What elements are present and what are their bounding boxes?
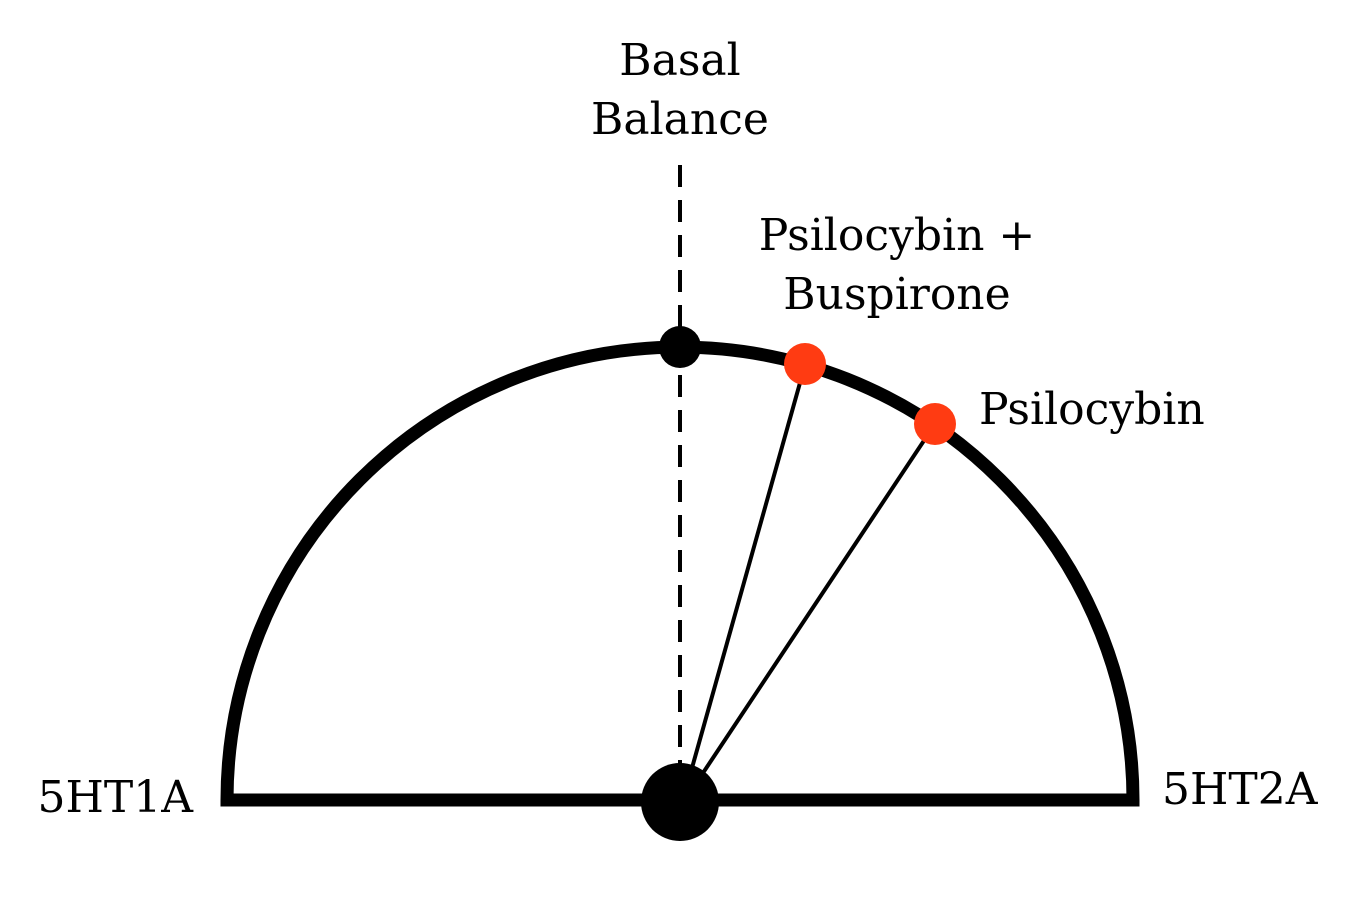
left-axis-label: 5HT1A [38,772,195,823]
combo-label-line2: Buspirone [783,269,1010,320]
psilocybin-label: Psilocybin [979,384,1205,435]
psilocybin-buspirone-marker [784,343,826,385]
combo-label-line1: Psilocybin + [759,210,1036,261]
right-axis-label: 5HT2A [1162,764,1319,815]
basal-balance-marker [659,326,701,368]
basal-label-line1: Basal [619,35,740,86]
pivot-marker [641,763,719,841]
psilocybin-line [683,422,937,802]
psilocybin-marker [914,403,956,445]
basal-label-line2: Balance [591,94,769,145]
psilocybin-buspirone-line [681,364,807,801]
